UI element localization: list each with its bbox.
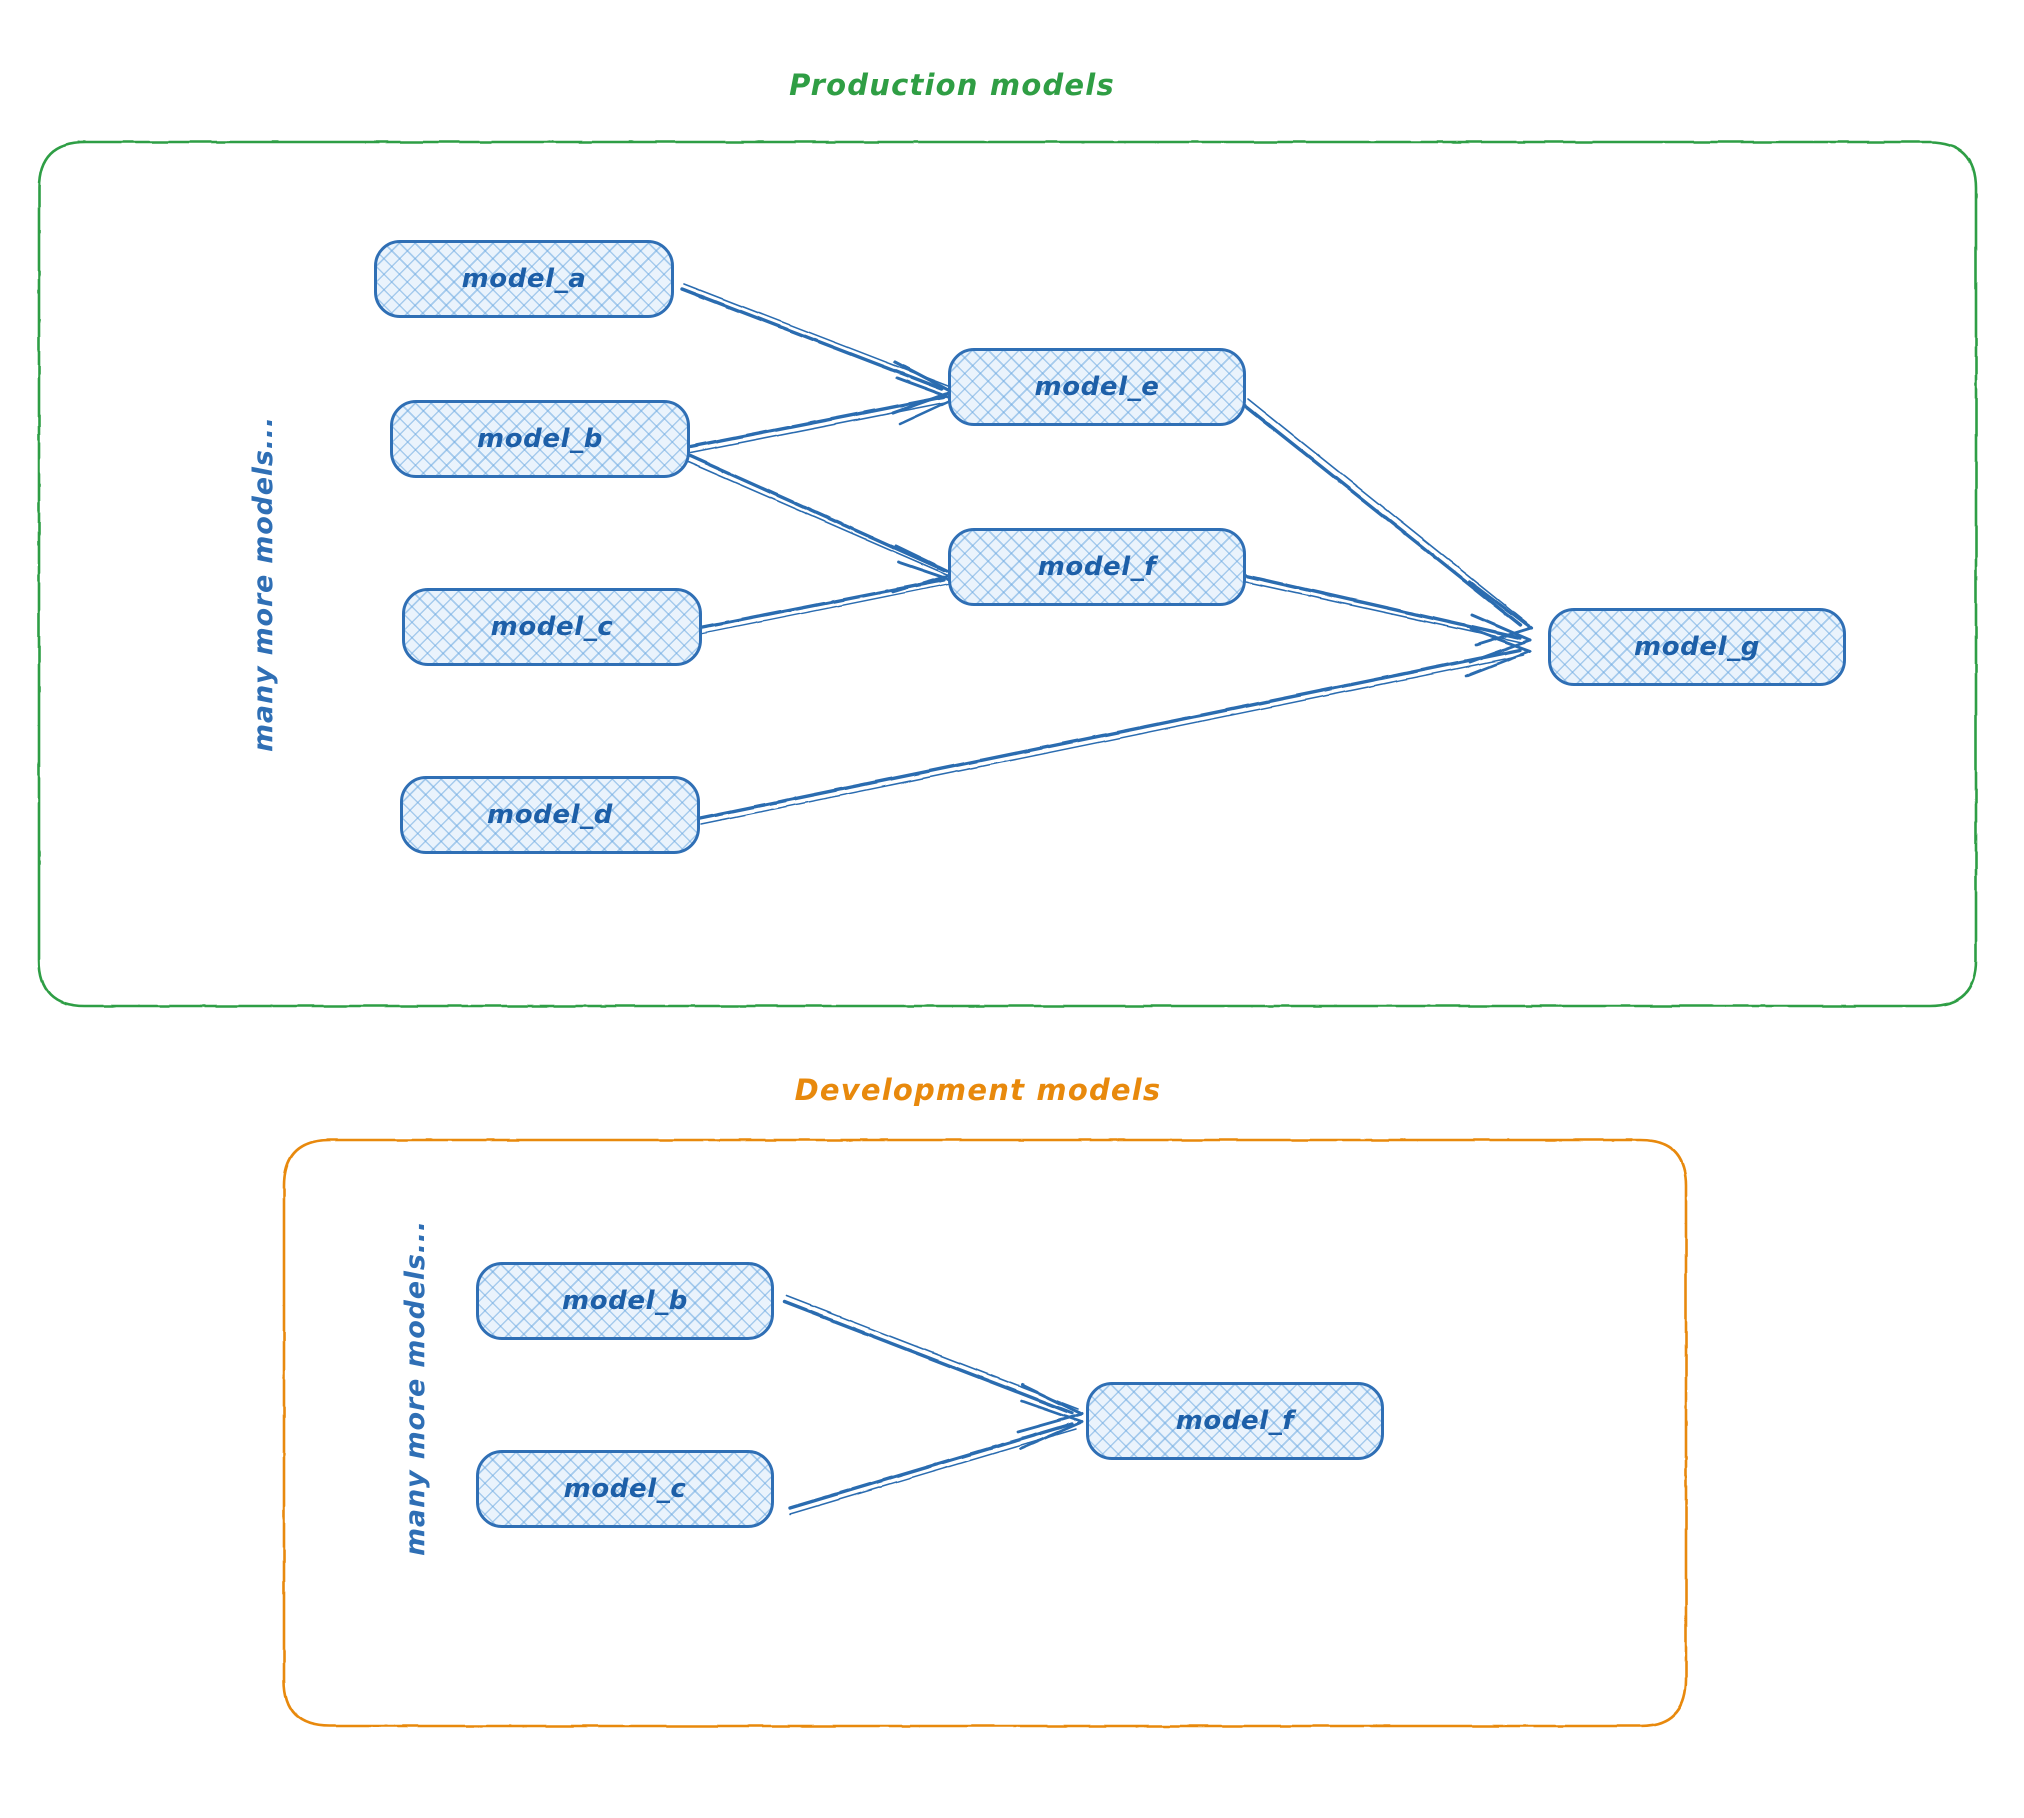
node-label: model_c [563, 1474, 687, 1504]
node-prod-model-b[interactable]: model_b [390, 400, 690, 478]
node-prod-model-g[interactable]: model_g [1548, 608, 1846, 686]
production-group-outline [37, 140, 1978, 1008]
node-label: model_c [490, 612, 614, 642]
node-prod-model-a[interactable]: model_a [374, 240, 674, 318]
node-dev-model-f[interactable]: model_f [1086, 1382, 1384, 1460]
node-label: model_a [461, 264, 587, 294]
production-edges [680, 283, 1533, 825]
node-dev-model-c[interactable]: model_c [476, 1450, 774, 1528]
production-group-title: Production models [789, 68, 1115, 102]
development-many-more-models-label: many more models... [400, 1220, 431, 1556]
node-label: model_f [1175, 1406, 1295, 1436]
development-group-outline [282, 1138, 1688, 1728]
production-many-more-models-label: many more models... [248, 416, 279, 752]
node-prod-model-e[interactable]: model_e [948, 348, 1246, 426]
node-dev-model-b[interactable]: model_b [476, 1262, 774, 1340]
development-group-title: Development models [794, 1073, 1162, 1107]
node-prod-model-d[interactable]: model_d [400, 776, 700, 854]
node-label: model_b [562, 1286, 688, 1316]
node-prod-model-c[interactable]: model_c [402, 588, 702, 666]
node-label: model_b [477, 424, 603, 454]
node-label: model_e [1034, 372, 1160, 402]
development-group-container[interactable] [284, 1140, 1686, 1726]
development-edges [782, 1295, 1084, 1515]
node-prod-model-f[interactable]: model_f [948, 528, 1246, 606]
node-label: model_g [1634, 632, 1760, 662]
node-label: model_d [487, 800, 613, 830]
node-label: model_f [1037, 552, 1157, 582]
